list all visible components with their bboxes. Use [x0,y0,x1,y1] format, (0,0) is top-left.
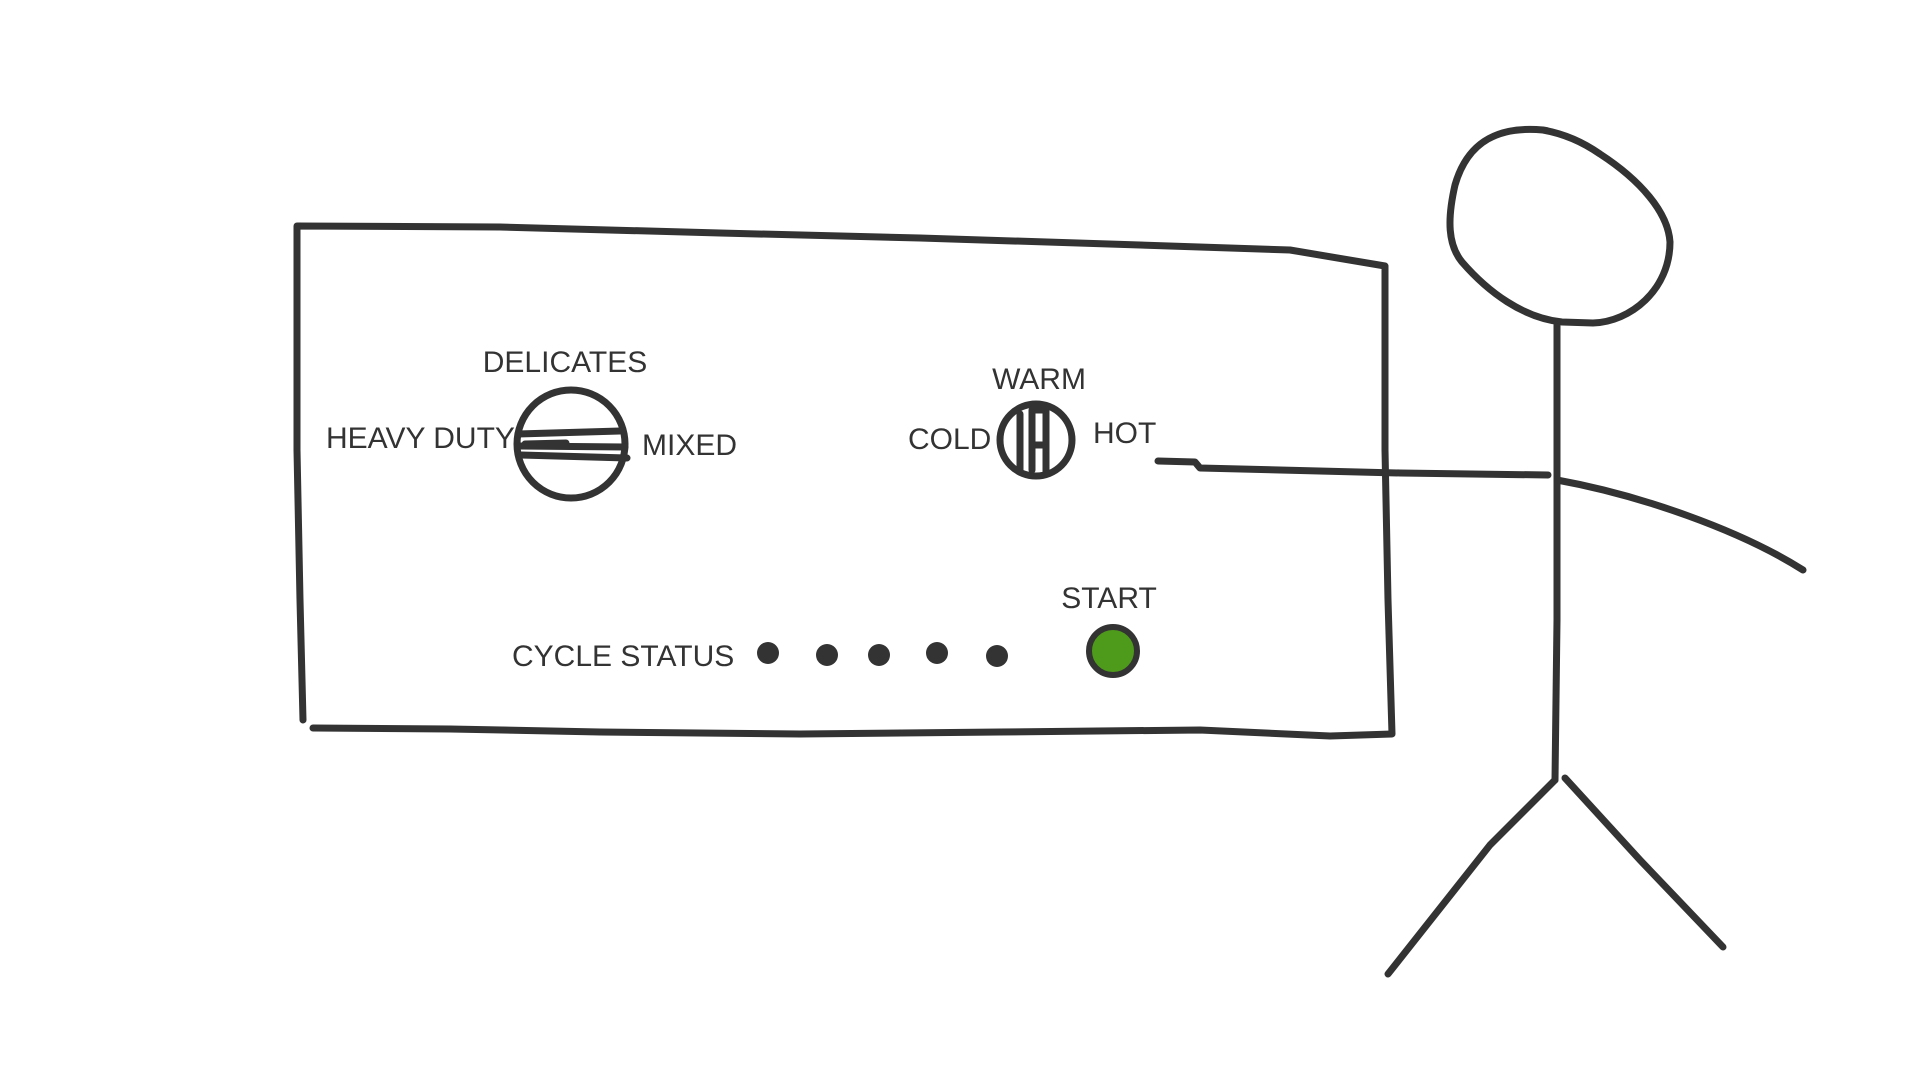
stick-figure-left-leg [1384,776,1559,978]
cycle-status-indicator-3 [868,644,890,666]
stick-figure-pointing-arm [1154,457,1552,479]
cycle-status-indicator-5 [986,645,1008,667]
cycle-status-label: CYCLE STATUS [512,640,734,673]
temperature-switch-pointer [1016,406,1050,478]
stick-figure-head [1446,125,1674,327]
temperature-label-hot: HOT [1093,417,1156,450]
temperature-label-cold: COLD [908,423,991,456]
stick-figure-body [1551,466,1561,784]
cycle-status-indicator-4 [926,642,948,664]
temperature-label-warm: WARM [992,363,1086,396]
stick-figure-right-leg [1561,774,1727,951]
dial-label-heavy-duty: HEAVY DUTY [326,422,515,455]
stick-figure [1154,125,1807,978]
cycle-status: CYCLE STATUS [512,640,1008,673]
panel-outline [293,222,1396,740]
control-panel [293,222,1396,740]
temperature-switch[interactable]: WARM COLD HOT [908,363,1156,480]
cycle-status-indicator-1 [757,642,779,664]
start-control[interactable]: START [1061,582,1157,678]
start-button[interactable] [1086,624,1140,678]
stick-figure-other-arm [1553,476,1807,574]
cycle-status-indicators [757,642,1008,667]
dial-label-delicates: DELICATES [483,346,648,379]
cycle-status-indicator-2 [816,644,838,666]
temperature-switch-knob[interactable] [996,400,1076,480]
dial-label-mixed: MIXED [642,429,737,462]
dial-pointer [514,427,631,462]
start-label: START [1061,582,1157,615]
wash-type-dial[interactable]: DELICATES HEAVY DUTY MIXED [326,346,737,502]
